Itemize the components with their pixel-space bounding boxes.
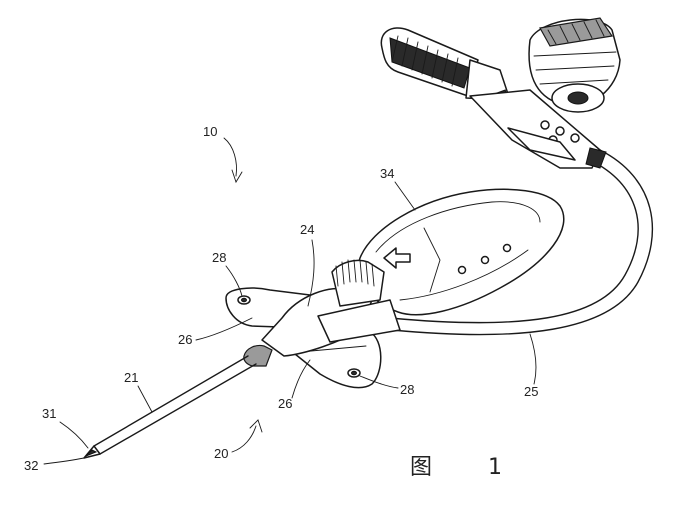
label-20: 20 [214, 446, 228, 461]
figure-caption: 图 1 [410, 455, 502, 480]
label-34: 34 [380, 166, 394, 181]
luer-connector [380, 17, 621, 169]
needle [83, 355, 257, 459]
label-32: 32 [24, 458, 38, 473]
label-26-upper: 26 [178, 332, 192, 347]
tubing [389, 149, 654, 336]
label-26-lower: 26 [278, 396, 292, 411]
label-10: 10 [203, 124, 217, 139]
label-21: 21 [124, 370, 138, 385]
label-28-upper: 28 [212, 250, 226, 265]
label-28-lower: 28 [400, 382, 414, 397]
label-31: 31 [42, 406, 56, 421]
label-24: 24 [300, 222, 314, 237]
caption-number: 1 [488, 455, 502, 480]
needle-shield [357, 188, 565, 316]
needle-hub [243, 259, 401, 367]
label-25: 25 [524, 384, 538, 399]
reference-labels: 10 34 24 28 26 28 26 25 21 31 32 20 [24, 124, 538, 473]
caption-char: 图 [410, 455, 432, 480]
